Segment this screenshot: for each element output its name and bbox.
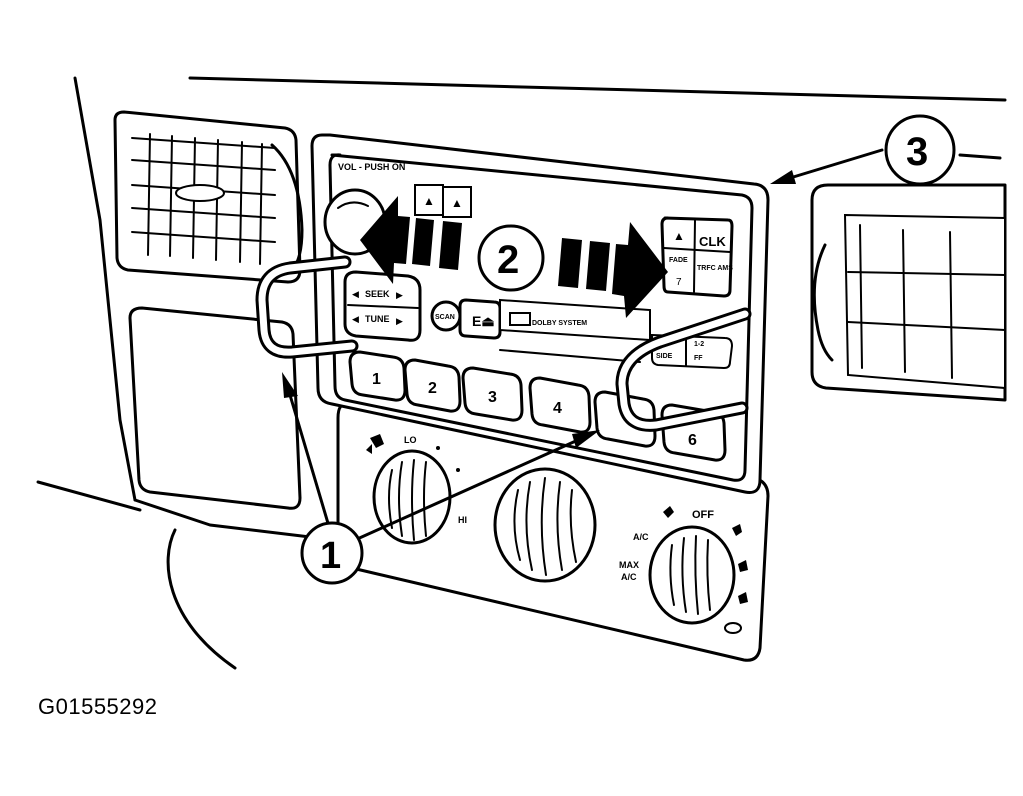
seek-label: SEEK <box>365 289 390 299</box>
top-tone-buttons[interactable]: ▲ ▲ <box>414 184 472 218</box>
ff-label: FF <box>694 355 703 362</box>
figure-reference-id: G01555292 <box>38 694 158 719</box>
fan-icon <box>366 434 384 454</box>
fan-dot-marker <box>456 468 460 472</box>
ac-label: A/C <box>633 532 649 542</box>
svg-text:3: 3 <box>906 130 928 174</box>
hi-label: HI <box>458 515 467 525</box>
side-label: SIDE <box>656 353 673 360</box>
scan-button[interactable]: SCAN <box>430 300 462 332</box>
svg-text:4: 4 <box>553 400 562 417</box>
right-function-buttons[interactable]: ▲ CLK FADE TRFC AMS 7 <box>660 216 734 298</box>
dolby-label: DOLBY SYSTEM <box>532 320 587 327</box>
clk-label: CLK <box>699 234 726 249</box>
svg-text:2: 2 <box>428 380 437 397</box>
radio-removal-tool-right <box>615 307 752 432</box>
preset-button-1[interactable]: 1 <box>348 350 407 402</box>
preset-7-label: 7 <box>676 277 682 288</box>
callout-3: 3 <box>884 114 956 186</box>
preset-button-3[interactable]: 3 <box>461 366 524 422</box>
vent-mode-icons <box>663 506 748 634</box>
off-label: OFF <box>692 509 714 521</box>
temperature-knob[interactable] <box>493 467 597 583</box>
lo-label: LO <box>404 435 417 445</box>
svg-text:3: 3 <box>488 389 497 406</box>
fan-speed-knob[interactable] <box>372 449 452 545</box>
vol-label: VOL - PUSH ON <box>338 162 405 172</box>
fade-label: FADE <box>669 257 688 264</box>
svg-text:1: 1 <box>320 535 341 577</box>
callout-2: 2 <box>477 224 545 292</box>
right-air-vent <box>810 183 1007 402</box>
callout-1: 1 <box>300 521 364 585</box>
svg-text:1: 1 <box>372 371 381 388</box>
traffic-label: TRFC AMS <box>697 265 733 272</box>
radio-removal-tool-left <box>255 255 359 359</box>
max-label: MAX <box>619 560 639 570</box>
preset-button-2[interactable]: 2 <box>403 358 462 413</box>
seek-left-arrow: ◀ <box>352 289 359 299</box>
eject-button[interactable]: E⏏ <box>458 298 502 340</box>
triangle-icon: ▲ <box>451 196 463 210</box>
svg-text:2: 2 <box>497 238 519 282</box>
scan-label: SCAN <box>435 314 455 321</box>
svg-text:6: 6 <box>688 432 697 449</box>
tune-right-arrow: ▶ <box>396 316 403 326</box>
mode-selector-knob[interactable] <box>648 525 736 625</box>
triangle-icon: ▲ <box>423 194 435 208</box>
side-ab-label: 1-2 <box>694 341 704 348</box>
fan-dot-marker <box>436 446 440 450</box>
tune-left-arrow: ◀ <box>352 314 359 324</box>
left-storage-pocket <box>128 306 302 510</box>
triangle-icon: ▲ <box>673 229 685 243</box>
max-ac-label: A/C <box>621 572 637 582</box>
left-air-vent <box>113 110 304 284</box>
seek-tune-rocker[interactable]: ◀ SEEK ▶ ◀ TUNE ▶ <box>343 270 422 342</box>
tune-label: TUNE <box>365 314 390 324</box>
preset-button-4[interactable]: 4 <box>528 376 592 434</box>
pull-direction-arrows <box>360 196 668 318</box>
callout-leader-lines <box>282 148 884 542</box>
eject-icon: E⏏ <box>472 313 495 329</box>
seek-right-arrow: ▶ <box>396 290 403 300</box>
